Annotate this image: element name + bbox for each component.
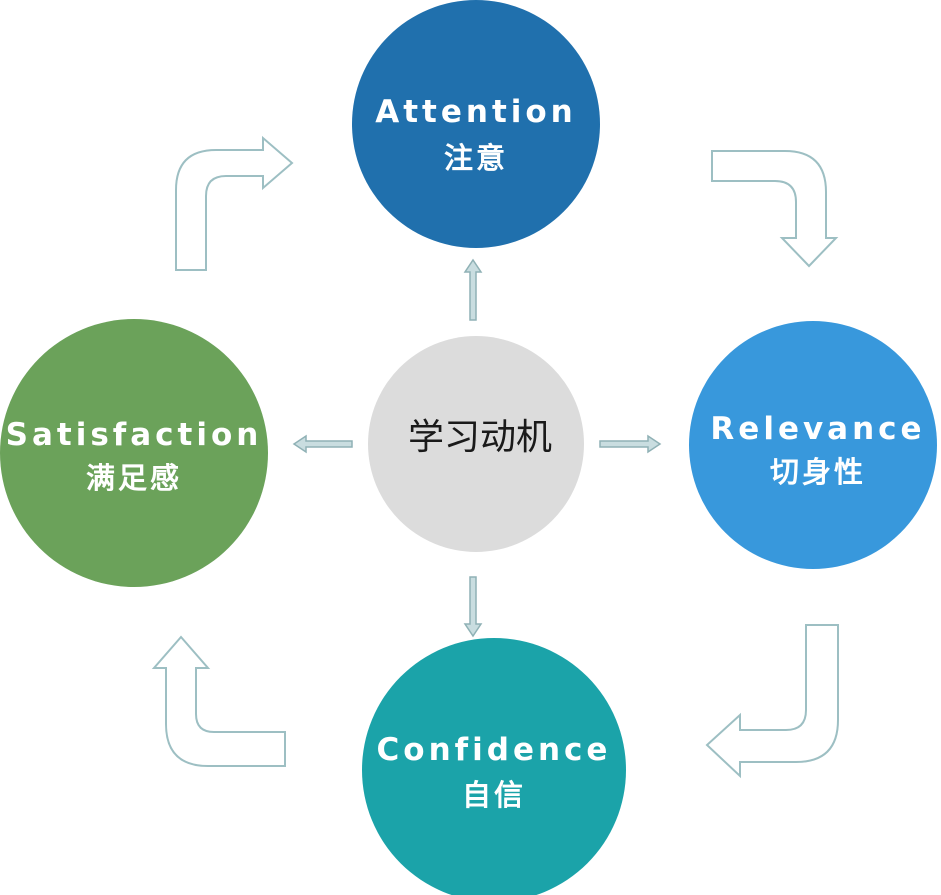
satisfaction-label-zh: 满足感 xyxy=(86,461,182,495)
relevance-label-zh: 切身性 xyxy=(770,455,866,489)
center-circle xyxy=(368,336,584,552)
confidence-label-en: Confidence xyxy=(377,732,612,768)
center-node: 学习动机 xyxy=(368,336,584,552)
attention-circle xyxy=(352,0,600,248)
confidence-circle xyxy=(362,638,626,895)
cycle-arrow-satisfaction-to-attention xyxy=(175,135,294,271)
node-relevance: Relevance 切身性 xyxy=(689,321,937,569)
center-arrow-down xyxy=(463,576,483,638)
node-attention: Attention 注意 xyxy=(352,0,600,248)
node-confidence: Confidence 自信 xyxy=(362,638,626,895)
center-arrow-up xyxy=(463,258,483,321)
attention-label-zh: 注意 xyxy=(444,141,508,175)
cycle-arrow-attention-to-relevance xyxy=(711,150,839,268)
cycle-arrow-relevance-to-confidence xyxy=(705,624,839,779)
satisfaction-label-en: Satisfaction xyxy=(6,417,263,453)
attention-label-en: Attention xyxy=(375,94,577,130)
relevance-label-en: Relevance xyxy=(710,411,925,447)
satisfaction-circle xyxy=(0,319,268,587)
center-label: 学习动机 xyxy=(408,417,552,458)
cycle-arrow-confidence-to-satisfaction xyxy=(151,635,286,767)
center-arrow-right xyxy=(599,434,662,454)
relevance-circle xyxy=(689,321,937,569)
confidence-label-zh: 自信 xyxy=(462,778,526,812)
center-arrow-left xyxy=(292,434,353,454)
node-satisfaction: Satisfaction 满足感 xyxy=(0,319,268,587)
